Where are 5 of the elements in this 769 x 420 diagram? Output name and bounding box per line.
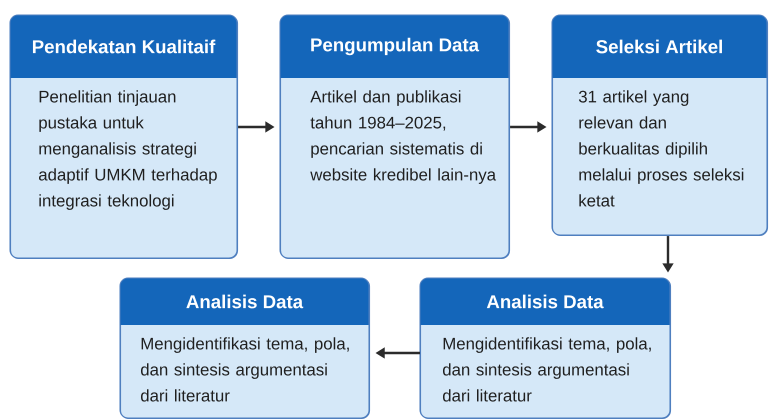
process-box: Seleksi Artikel 31 artikel yang relevan dan berkualitas dipilih melalui proses seleksi ketat — [551, 14, 768, 236]
process-box: Analisis Data Mengidentifikasi tema, pola, dan sintesis argumentasi dari literatur — [119, 277, 370, 420]
process-box: Analisis Data Mengidentifikasi tema, pola, dan sintesis argumentasi dari literatur — [419, 277, 672, 420]
process-box: Pendekatan Kualitaif Penelitian tinjauan pustaka untuk menganalisis strategi adaptif UMKM terhadap integrasi teknologi — [9, 14, 238, 260]
process-box: Pengumpulan Data Artikel dan publikasi tahun 1984–2025, pencarian sistematis di website kredibel lain-nya — [279, 14, 510, 260]
